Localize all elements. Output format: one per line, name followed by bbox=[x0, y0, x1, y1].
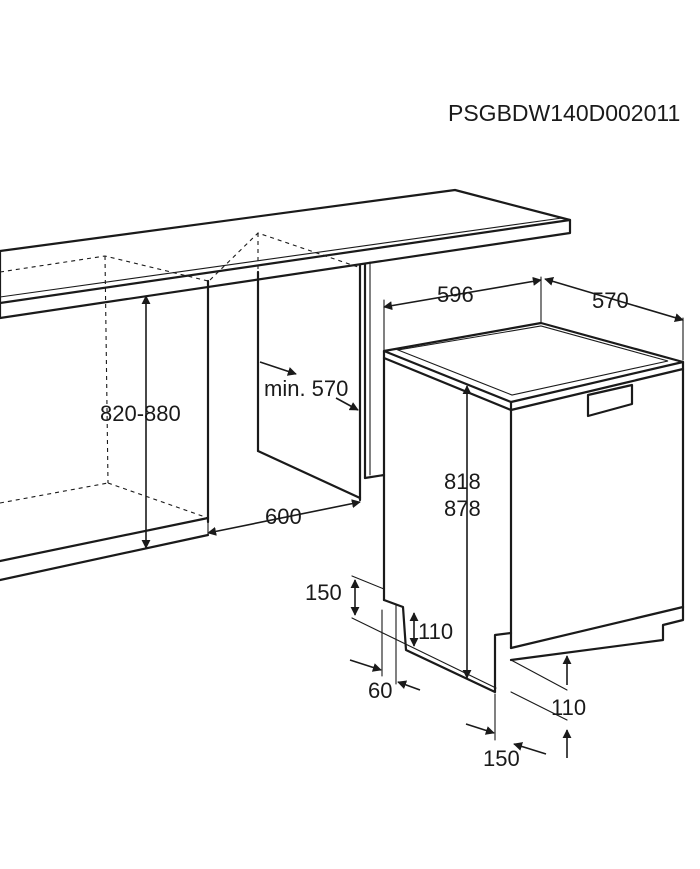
label-plinth-inner-height-right: 110 bbox=[551, 695, 586, 720]
label-appliance-depth: 570 bbox=[592, 288, 629, 313]
label-niche-height: 820-880 bbox=[100, 401, 181, 426]
label-plinth-depth: 60 bbox=[368, 678, 392, 703]
dimension-line-appliance-depth bbox=[544, 276, 684, 323]
label-appliance-height-max: 878 bbox=[444, 496, 481, 521]
niche bbox=[209, 232, 362, 502]
dimension-line-appliance-width bbox=[383, 276, 542, 311]
dimension-line-niche-depth bbox=[259, 361, 297, 376]
label-plinth-inner-height-left: 110 bbox=[418, 619, 453, 644]
dimension-line-plinth-right bbox=[465, 723, 495, 735]
dimension-line-niche-width bbox=[207, 499, 361, 536]
worktop bbox=[0, 188, 572, 320]
label-appliance-height-min: 818 bbox=[444, 469, 481, 494]
label-appliance-width: 596 bbox=[437, 282, 474, 307]
label-niche-depth: min. 570 bbox=[264, 376, 348, 401]
dishwasher bbox=[382, 321, 685, 694]
left-cabinet bbox=[0, 255, 210, 582]
right-cabinet bbox=[363, 261, 386, 480]
label-plinth-height-right: 150 bbox=[483, 746, 520, 771]
label-niche-width: 600 bbox=[265, 504, 302, 529]
figure-code: PSGBDW140D002011 bbox=[448, 100, 680, 126]
dimension-line-plinth-depth bbox=[349, 659, 382, 672]
label-plinth-height-left: 150 bbox=[305, 580, 342, 605]
